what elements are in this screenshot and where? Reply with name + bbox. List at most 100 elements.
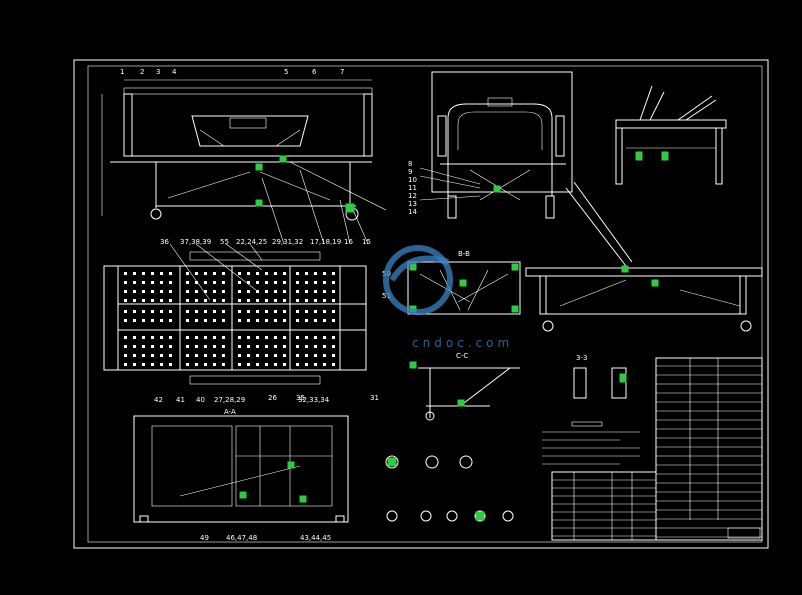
perforation-hole	[283, 290, 286, 293]
perforation-hole	[296, 319, 299, 322]
title-block	[655, 357, 763, 541]
perforation-hole	[238, 272, 241, 275]
perforation-hole	[222, 354, 225, 357]
perforation-hole	[314, 363, 317, 366]
perforation-hole	[238, 363, 241, 366]
perforation-hole	[274, 319, 277, 322]
perforation-hole	[296, 336, 299, 339]
perforation-hole	[142, 299, 145, 302]
perforation-hole	[186, 310, 189, 313]
perforation-hole	[238, 345, 241, 348]
perforation-hole	[124, 272, 127, 275]
perforation-hole	[204, 319, 207, 322]
perforation-hole	[256, 363, 259, 366]
perforation-hole	[314, 290, 317, 293]
perforation-hole	[238, 290, 241, 293]
perforation-hole	[186, 319, 189, 322]
perforation-hole	[195, 272, 198, 275]
perforation-hole	[305, 345, 308, 348]
perforation-hole	[305, 310, 308, 313]
perforation-hole	[314, 319, 317, 322]
perforation-hole	[283, 319, 286, 322]
perforation-hole	[204, 354, 207, 357]
perforation-hole	[186, 290, 189, 293]
perforation-hole	[305, 281, 308, 284]
perforation-hole	[186, 272, 189, 275]
perforation-hole	[238, 319, 241, 322]
perforation-hole	[160, 363, 163, 366]
perforation-hole	[265, 272, 268, 275]
perforation-hole	[133, 310, 136, 313]
perforation-hole	[247, 345, 250, 348]
perforation-hole	[332, 336, 335, 339]
perforation-hole	[169, 319, 172, 322]
perforation-hole	[332, 272, 335, 275]
perforation-hole	[305, 319, 308, 322]
perforation-hole	[169, 310, 172, 313]
part-label: 11	[408, 184, 417, 192]
perforation-hole	[256, 272, 259, 275]
perforation-hole	[213, 290, 216, 293]
perforation-hole	[195, 354, 198, 357]
perforation-hole	[283, 281, 286, 284]
perforation-hole	[296, 281, 299, 284]
perforation-hole	[169, 272, 172, 275]
perforation-hole	[238, 336, 241, 339]
perforation-hole	[151, 363, 154, 366]
part-label: 43,44,45	[300, 534, 331, 542]
part-label: 51	[382, 292, 391, 300]
perforation-hole	[213, 319, 216, 322]
perforation-hole	[222, 310, 225, 313]
perforation-hole	[305, 290, 308, 293]
perforation-hole	[265, 363, 268, 366]
perforation-hole	[160, 336, 163, 339]
perforation-hole	[274, 299, 277, 302]
perforation-hole	[186, 345, 189, 348]
perforation-hole	[323, 319, 326, 322]
perforation-hole	[195, 290, 198, 293]
perforation-hole	[151, 354, 154, 357]
perforation-hole	[222, 299, 225, 302]
perforation-hole	[265, 281, 268, 284]
perforation-hole	[247, 354, 250, 357]
perforation-hole	[323, 354, 326, 357]
perforation-hole	[222, 363, 225, 366]
perforation-hole	[247, 336, 250, 339]
perforation-hole	[283, 336, 286, 339]
perforation-hole	[283, 345, 286, 348]
part-label: 36	[160, 238, 169, 246]
part-label: 13	[408, 200, 417, 208]
perforation-hole	[142, 272, 145, 275]
perforation-hole	[314, 354, 317, 357]
perforation-hole	[238, 354, 241, 357]
perforation-hole	[274, 345, 277, 348]
parts-list	[551, 471, 657, 541]
mid-part-labels: 36 37,38,39 55 22,24,25 29,31,32 17,18,1…	[160, 238, 371, 246]
perforation-hole	[238, 299, 241, 302]
perforation-hole	[265, 319, 268, 322]
perforation-hole	[256, 336, 259, 339]
perforation-hole	[124, 281, 127, 284]
perforation-hole	[186, 354, 189, 357]
perforation-hole	[323, 281, 326, 284]
perforation-hole	[151, 336, 154, 339]
perforation-hole	[247, 319, 250, 322]
perforation-hole	[124, 319, 127, 322]
part-label: 3	[156, 68, 160, 76]
part-label: 55	[220, 238, 229, 246]
perforation-hole	[133, 299, 136, 302]
perforation-hole	[296, 272, 299, 275]
inclined-view	[525, 181, 763, 332]
perforation-hole	[213, 345, 216, 348]
perforation-hole	[256, 290, 259, 293]
watermark-text: cndoc.com	[412, 336, 513, 350]
perforation-hole	[195, 363, 198, 366]
plan-view	[103, 251, 367, 385]
perforation-hole	[169, 354, 172, 357]
perforation-hole	[160, 354, 163, 357]
perforation-hole	[323, 310, 326, 313]
section-label: 3-3	[576, 354, 587, 362]
perforation-hole	[133, 354, 136, 357]
perforation-hole	[124, 336, 127, 339]
perforation-hole	[265, 345, 268, 348]
